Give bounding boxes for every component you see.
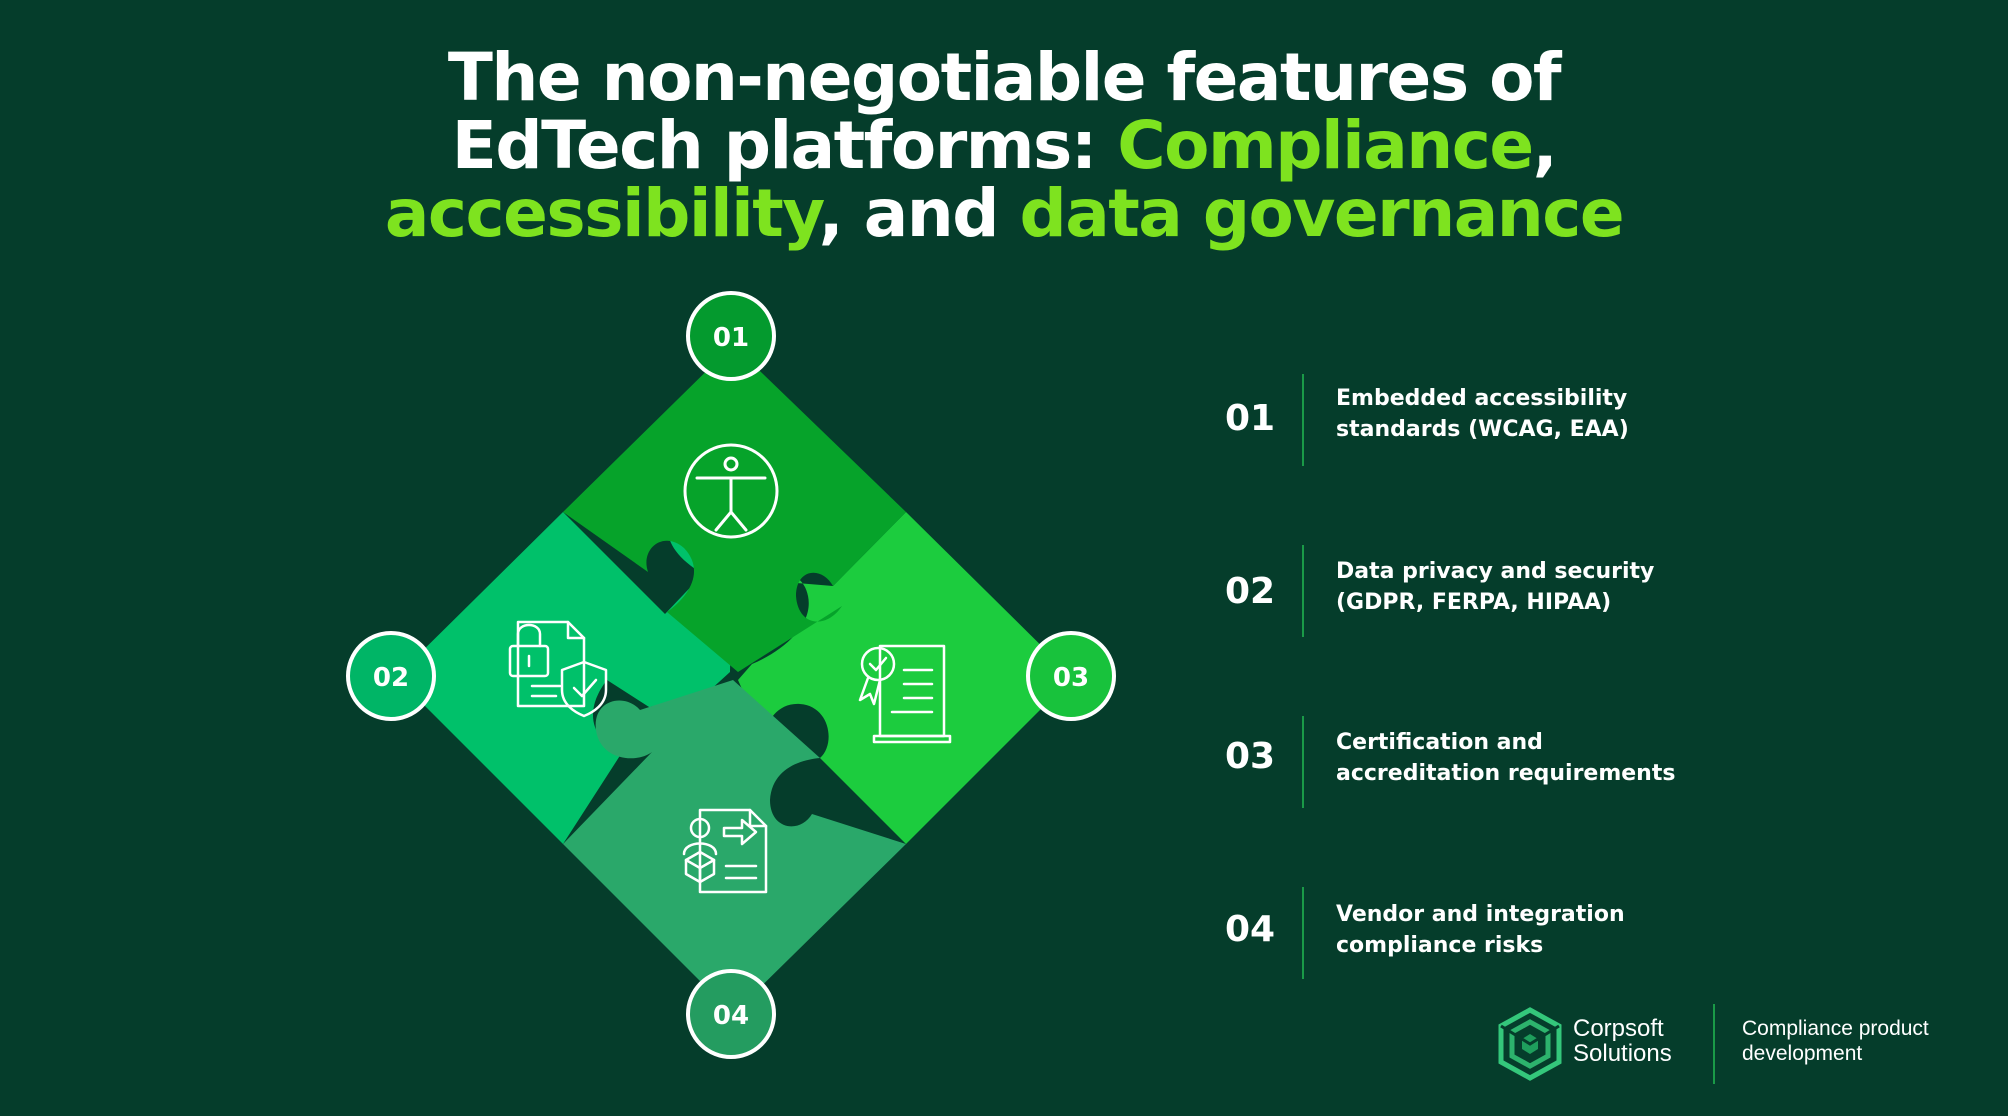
tagline-line-2: development (1742, 1042, 1863, 1065)
feature-text-line-2: compliance risks (1336, 933, 1544, 958)
corpsoft-logo-icon (1498, 1007, 1562, 1081)
feature-number: 04 (1224, 909, 1276, 950)
certificate-icon (858, 644, 952, 744)
feature-text: Vendor and integration compliance risks (1336, 899, 1716, 961)
number-badge-01: 01 (686, 291, 776, 381)
feature-text-line-1: Embedded accessibility (1336, 386, 1628, 411)
feature-number: 01 (1224, 398, 1276, 439)
number-badge-03: 03 (1026, 631, 1116, 721)
title-text: EdTech platforms: (451, 107, 1118, 184)
feature-text-line-1: Data privacy and security (1336, 559, 1655, 584)
puzzle-diagram: 01 02 03 04 (346, 291, 1116, 1059)
title-text: , and (818, 175, 1020, 252)
feature-text: Embedded accessibility standards (WCAG, E… (1336, 383, 1716, 445)
title-text: , (1532, 107, 1558, 184)
badge-label-03: 03 (1053, 663, 1089, 693)
feature-text: Certification and accreditation requireme… (1336, 727, 1716, 789)
title-highlight-compliance: Compliance (1117, 107, 1534, 184)
badge-label-02: 02 (373, 663, 409, 693)
puzzle-piece-02 (396, 505, 732, 844)
title-line-2: EdTech platforms: Compliance, (0, 112, 2008, 180)
brand-name-line-2: Solutions (1573, 1040, 1672, 1067)
feature-text: Data privacy and security (GDPR, FERPA, H… (1336, 556, 1716, 618)
feature-divider (1302, 374, 1304, 466)
title-highlight-accessibility: accessibility (384, 175, 820, 252)
feature-text-line-2: (GDPR, FERPA, HIPAA) (1336, 590, 1612, 615)
feature-number: 02 (1224, 571, 1276, 612)
puzzle-piece-03 (738, 512, 1073, 844)
secure-document-icon (508, 620, 608, 718)
badge-label-01: 01 (713, 323, 749, 353)
vendor-integration-icon (682, 808, 768, 894)
number-badge-02: 02 (346, 631, 436, 721)
feature-number: 03 (1224, 736, 1276, 777)
brand-divider (1713, 1004, 1715, 1084)
accessibility-icon (683, 443, 779, 539)
brand-name-line-1: Corpsoft (1573, 1015, 1664, 1042)
title-line-1: The non-negotiable features of (447, 39, 1562, 116)
feature-divider (1302, 887, 1304, 979)
title-line-3: accessibility, and data governance (0, 180, 2008, 248)
feature-text-line-1: Certification and (1336, 730, 1543, 755)
feature-text-line-1: Vendor and integration (1336, 902, 1625, 927)
puzzle-piece-01 (563, 345, 906, 672)
feature-text-line-2: accreditation requirements (1336, 761, 1676, 786)
badge-label-04: 04 (713, 1001, 749, 1031)
number-badge-04: 04 (686, 969, 776, 1059)
feature-divider (1302, 716, 1304, 808)
feature-divider (1302, 545, 1304, 637)
tagline-line-1: Compliance product (1742, 1017, 1929, 1040)
page-title: The non-negotiable features of EdTech pl… (0, 44, 2008, 248)
puzzle-piece-04 (563, 680, 906, 1014)
title-highlight-data-governance: data governance (1019, 175, 1624, 252)
feature-text-line-2: standards (WCAG, EAA) (1336, 417, 1629, 442)
